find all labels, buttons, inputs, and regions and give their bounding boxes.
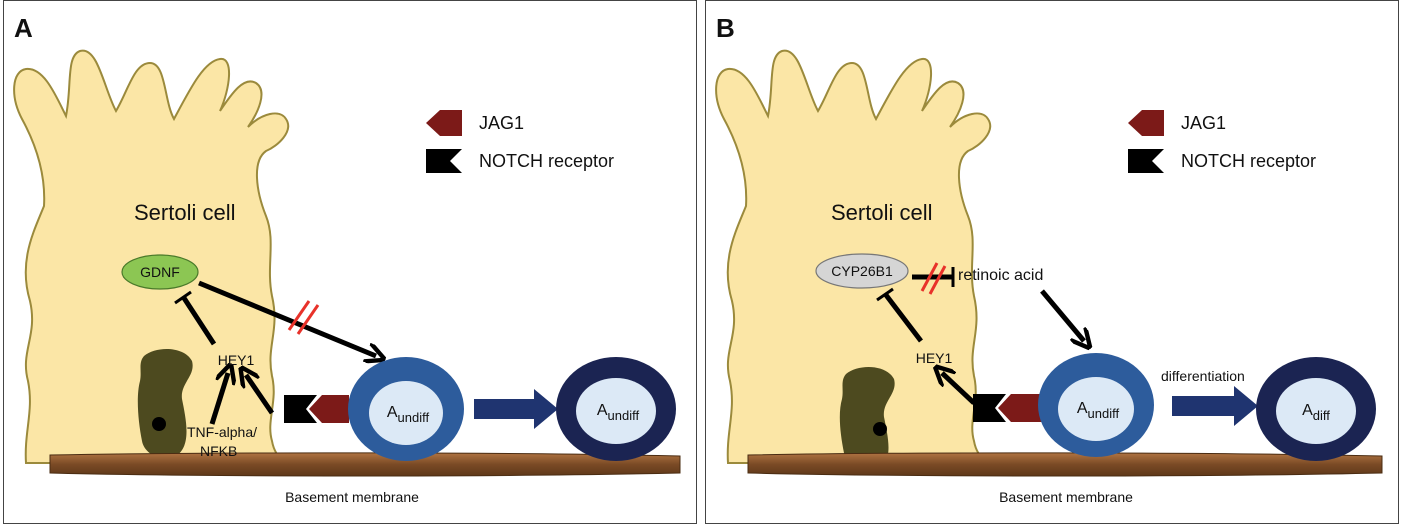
nucleus-shape [839, 367, 895, 471]
panel-b: B JAG1 NOTCH receptor Sertoli cell CYP26… [705, 0, 1399, 524]
hey1-inhibit-line [181, 296, 217, 346]
block-mark-1 [287, 300, 311, 331]
a-undiff-2-sub: undiff [607, 408, 640, 423]
panel-b-canvas [715, 49, 1383, 477]
block-mark-2 [296, 304, 320, 335]
legend-notch-icon [1128, 149, 1164, 173]
tnf-to-hey1-arrow-1 [209, 373, 228, 425]
legend-notch-label: NOTCH receptor [1181, 151, 1317, 171]
hey1-label: HEY1 [915, 350, 953, 366]
panel-letter-b: B [716, 13, 735, 43]
panel-a: A JAG1 NOTCH receptor Sertoli cell GDNF … [3, 0, 697, 524]
a-undiff-label: Aundiff [1076, 400, 1120, 421]
gdnf-to-cell-arrow [198, 280, 376, 356]
notch-to-hey1-arrow [942, 373, 976, 405]
inhibit-bar [174, 290, 192, 305]
legend-notch-icon [426, 149, 462, 173]
legend-jag1-label: JAG1 [1181, 113, 1227, 133]
panel-a-canvas [13, 49, 681, 477]
a-diff-sub: diff [1312, 408, 1330, 423]
inhibit-bar [876, 287, 894, 302]
basement-membrane-label: Basement membrane [285, 489, 419, 505]
a-undiff-2-label: Aundiff [596, 402, 640, 423]
a-undiff-cell-2-inner [576, 378, 656, 444]
cyp26b1-label: CYP26B1 [831, 263, 893, 279]
hey1-label: HEY1 [217, 352, 255, 368]
legend-jag1-icon [1128, 110, 1164, 136]
nucleolus [152, 417, 166, 431]
a-undiff-2-main: A [596, 402, 608, 419]
block-mark-1 [920, 262, 939, 292]
notch-receptor-shape [973, 394, 1006, 422]
nucleolus [873, 422, 887, 436]
differentiation-arrow [1172, 386, 1258, 426]
a-diff-cell-inner [1276, 378, 1356, 444]
a-undiff-cell-inner [1058, 377, 1134, 441]
a-undiff-main: A [1076, 400, 1088, 417]
gdnf-label: GDNF [140, 264, 180, 280]
a-undiff-sub: undiff [397, 410, 430, 425]
jag1-shape [309, 395, 349, 423]
nucleus-shape [137, 349, 193, 459]
notch-receptor-shape [284, 395, 317, 423]
retinoic-acid-label: retinoic acid [958, 267, 1044, 284]
legend-jag1-icon [426, 110, 462, 136]
panel-letter-a: A [14, 13, 33, 43]
cyp26b1-ellipse [815, 253, 909, 289]
tnf-to-hey1-arrow-2 [246, 375, 275, 415]
progression-arrow [474, 389, 558, 429]
basement-membrane [49, 452, 681, 477]
tnf-alpha-label: TNF-alpha/ [187, 424, 258, 440]
a-undiff-label: Aundiff [386, 404, 430, 425]
a-undiff-main: A [386, 404, 398, 421]
legend-notch-label: NOTCH receptor [479, 151, 615, 171]
block-mark-2 [928, 265, 947, 295]
retinoic-to-cell-arrow [1040, 289, 1084, 341]
sertoli-cell-label: Sertoli cell [134, 200, 236, 225]
differentiation-label: differentiation [1161, 368, 1245, 384]
legend-jag1-label: JAG1 [479, 113, 525, 133]
a-diff-label: Adiff [1302, 402, 1330, 423]
a-undiff-cell-inner [369, 381, 443, 445]
jag1-shape [998, 394, 1044, 422]
a-diff-main: A [1302, 402, 1313, 419]
gdnf-ellipse [121, 254, 199, 290]
nfkb-label: NFKB [200, 443, 238, 459]
basement-membrane-label: Basement membrane [999, 489, 1133, 505]
hey1-inhibit-line [884, 293, 923, 343]
a-undiff-sub: undiff [1087, 406, 1120, 421]
sertoli-cell-label: Sertoli cell [831, 200, 933, 225]
basement-membrane [747, 452, 1383, 477]
